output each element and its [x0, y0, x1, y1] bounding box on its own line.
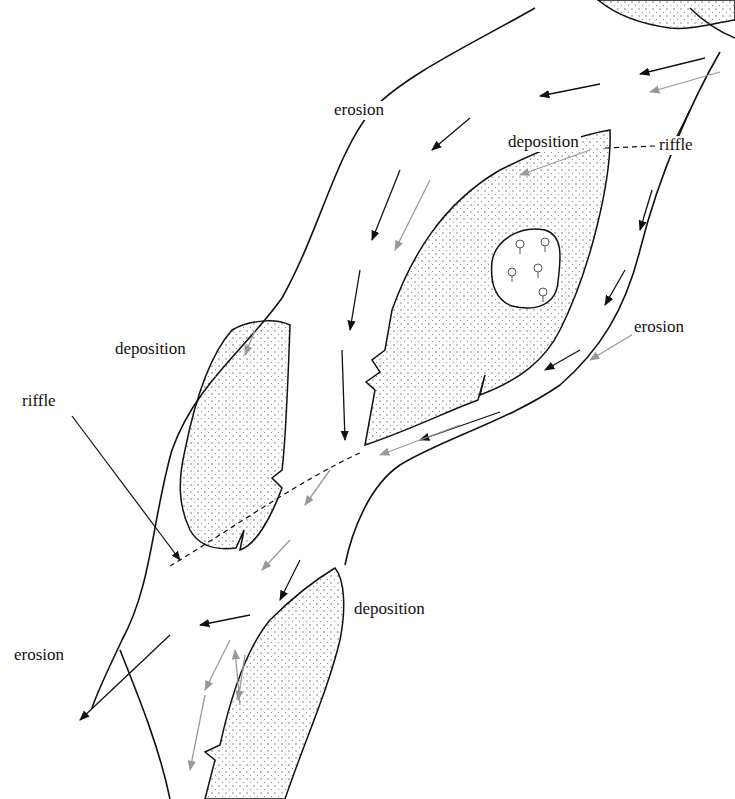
region-label: riffle [20, 392, 58, 411]
flow-arrows-secondary [190, 72, 720, 770]
riffle-line [605, 146, 655, 148]
mid-channel-bar [365, 130, 610, 445]
side-bar [180, 321, 290, 550]
river-banks [92, 8, 735, 799]
sand-bar [598, 0, 735, 28]
left-bank [120, 650, 170, 799]
region-label: riffle [657, 136, 695, 155]
riffle-line [170, 452, 362, 566]
sand-bars [180, 0, 735, 799]
region-label: deposition [352, 600, 427, 619]
vegetated-island [492, 229, 560, 308]
flow-arrows [80, 58, 705, 720]
region-label: erosion [332, 101, 386, 120]
right-bank [345, 52, 720, 565]
point-bar [205, 568, 344, 799]
leader-line [72, 416, 180, 560]
region-label: deposition [506, 133, 581, 152]
region-label: erosion [12, 646, 66, 665]
region-label: deposition [113, 340, 188, 359]
riffle-lines [170, 146, 655, 566]
region-label: erosion [632, 318, 686, 337]
tree-symbols [508, 238, 549, 302]
